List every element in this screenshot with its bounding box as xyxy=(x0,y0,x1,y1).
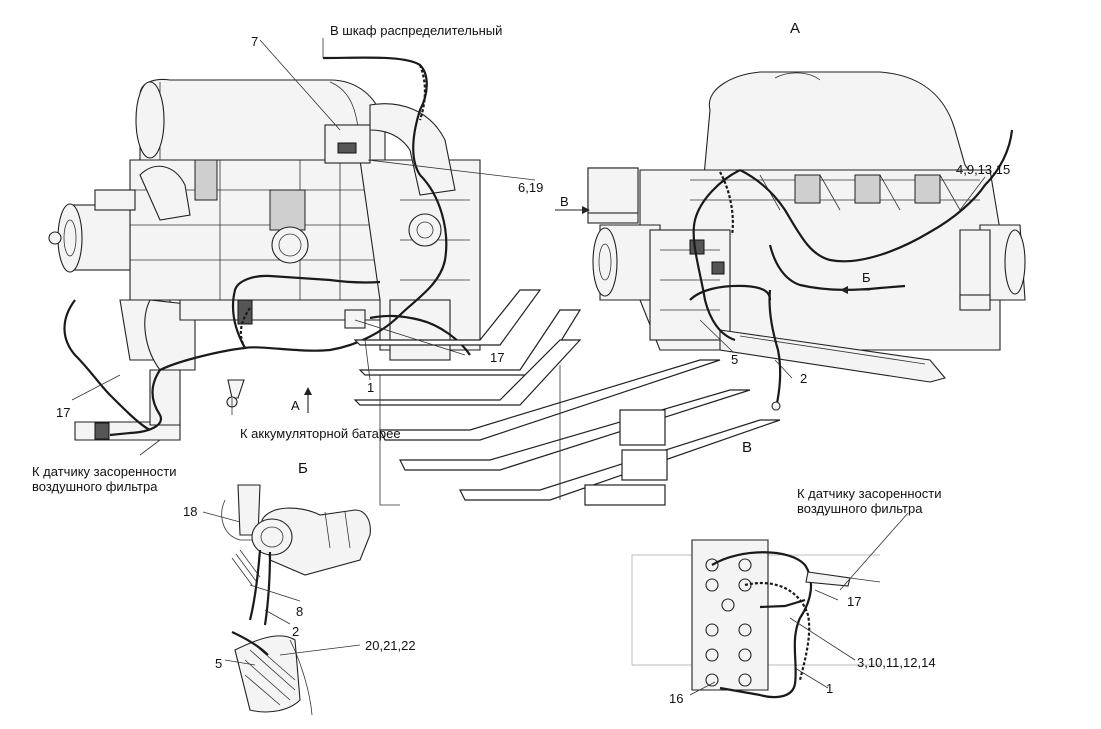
label-2-mid: 2 xyxy=(800,371,807,386)
label-battery: К аккумуляторной батарее xyxy=(240,426,401,441)
label-4-9-13-15: 4,9,13,15 xyxy=(956,162,1010,177)
label-17-v: 17 xyxy=(847,594,861,609)
labels: В шкаф распределительный А 7 6,19 4,9,13… xyxy=(32,20,1010,706)
detail-v xyxy=(631,539,881,699)
label-17-left: 17 xyxy=(56,405,70,420)
label-1-v: 1 xyxy=(826,681,833,696)
label-5-mid: 5 xyxy=(731,352,738,367)
detail-b xyxy=(221,484,371,716)
label-view-a: А xyxy=(790,20,800,37)
label-sensor-left-2: воздушного фильтра xyxy=(32,479,158,494)
label-cabinet: В шкаф распределительный xyxy=(330,23,502,38)
label-sensor-left-1: К датчику засоренности xyxy=(32,464,176,479)
label-3-10-11-12-14: 3,10,11,12,14 xyxy=(857,655,936,670)
label-17-mid: 17 xyxy=(490,350,504,365)
label-sensor-right-2: воздушного фильтра xyxy=(797,501,923,516)
terminal-screws xyxy=(705,558,752,687)
label-view-v: В xyxy=(742,439,752,456)
leader-lines xyxy=(71,38,986,696)
label-8: 8 xyxy=(296,604,303,619)
label-20-21-22: 20,21,22 xyxy=(365,638,416,653)
label-18: 18 xyxy=(183,504,197,519)
label-1-mid: 1 xyxy=(367,380,374,395)
label-arrow-b: Б xyxy=(862,270,871,285)
label-arrow-a: А xyxy=(291,398,300,413)
label-16: 16 xyxy=(669,691,683,706)
view-arrows xyxy=(304,206,870,413)
label-5-b: 5 xyxy=(215,656,222,671)
label-7: 7 xyxy=(251,34,258,49)
label-arrow-v: В xyxy=(560,194,569,209)
label-6-19: 6,19 xyxy=(518,180,543,195)
label-view-b: Б xyxy=(298,460,308,477)
label-2-b: 2 xyxy=(292,624,299,639)
label-sensor-right-1: К датчику засоренности xyxy=(797,486,941,501)
right-engine-assembly xyxy=(587,71,1026,411)
middle-frame-shapes xyxy=(353,289,781,506)
left-engine-assembly xyxy=(48,56,481,441)
